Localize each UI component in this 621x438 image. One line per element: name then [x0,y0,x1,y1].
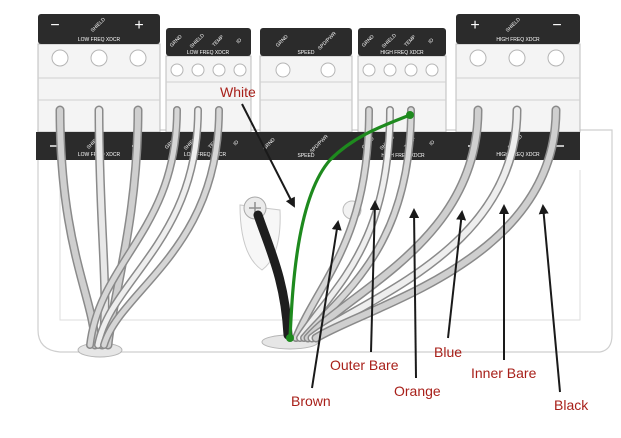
callout-inner-bare: Inner Bare [471,365,537,381]
block-caption: LOW FREQ XDCR [78,37,121,43]
upper-label-bars [38,14,580,56]
plus-label: − [50,17,59,34]
ground-wire [253,210,293,340]
block-caption: HIGH FREQ XDCR [496,37,540,43]
strip-label: SPEED [298,153,315,159]
right-cable-wires [292,105,561,343]
green-wire-end-bottom [286,334,294,342]
strip-label: HIGH FREQ XDCR [381,153,425,159]
label-bar-high-freq-right [456,14,580,44]
minus-label: − [552,17,561,34]
pin-label: ID [235,37,243,45]
left-cable-wires [55,105,223,350]
label-bar-high-freq-small [358,28,446,56]
callout-blue: Blue [434,344,463,360]
arrow-orange [409,208,420,379]
arrow-outer-bare [369,200,380,353]
label-bar-low-freq-small [166,28,251,56]
callout-black: Black [554,397,589,413]
arrow-white [241,103,295,208]
housing-outline [37,129,613,353]
strip-label: HIGH FREQ XDCR [496,152,540,158]
minus-label: + [134,17,143,34]
terminal-block-bodies [37,43,581,133]
lower-label-strip [36,132,580,160]
green-wire [288,113,412,340]
block-caption: HIGH FREQ XDCR [380,50,424,56]
arrow-black [538,204,561,393]
strip-label: ID [232,139,240,147]
callout-orange: Orange [394,383,441,399]
pin-label: ID [427,37,435,45]
callout-arrows [241,103,561,393]
terminal-slot-lines [38,77,580,101]
block-caption: SPEED [298,50,315,56]
label-bar-speed [260,28,352,56]
strip-label: ID [428,139,436,147]
green-wire-end-top [406,111,414,119]
callout-white: White [220,84,256,100]
block-caption: LOW FREQ XDCR [187,50,230,56]
callout-brown: Brown [291,393,331,409]
arrow-blue [447,210,467,339]
arrow-brown [311,220,342,389]
strip-label: LOW FREQ XDCR [184,152,227,158]
screw-terminals [51,49,565,78]
label-bar-low-freq-left [38,14,160,44]
plus-label: + [470,17,479,34]
callout-outer-bare: Outer Bare [330,357,399,373]
